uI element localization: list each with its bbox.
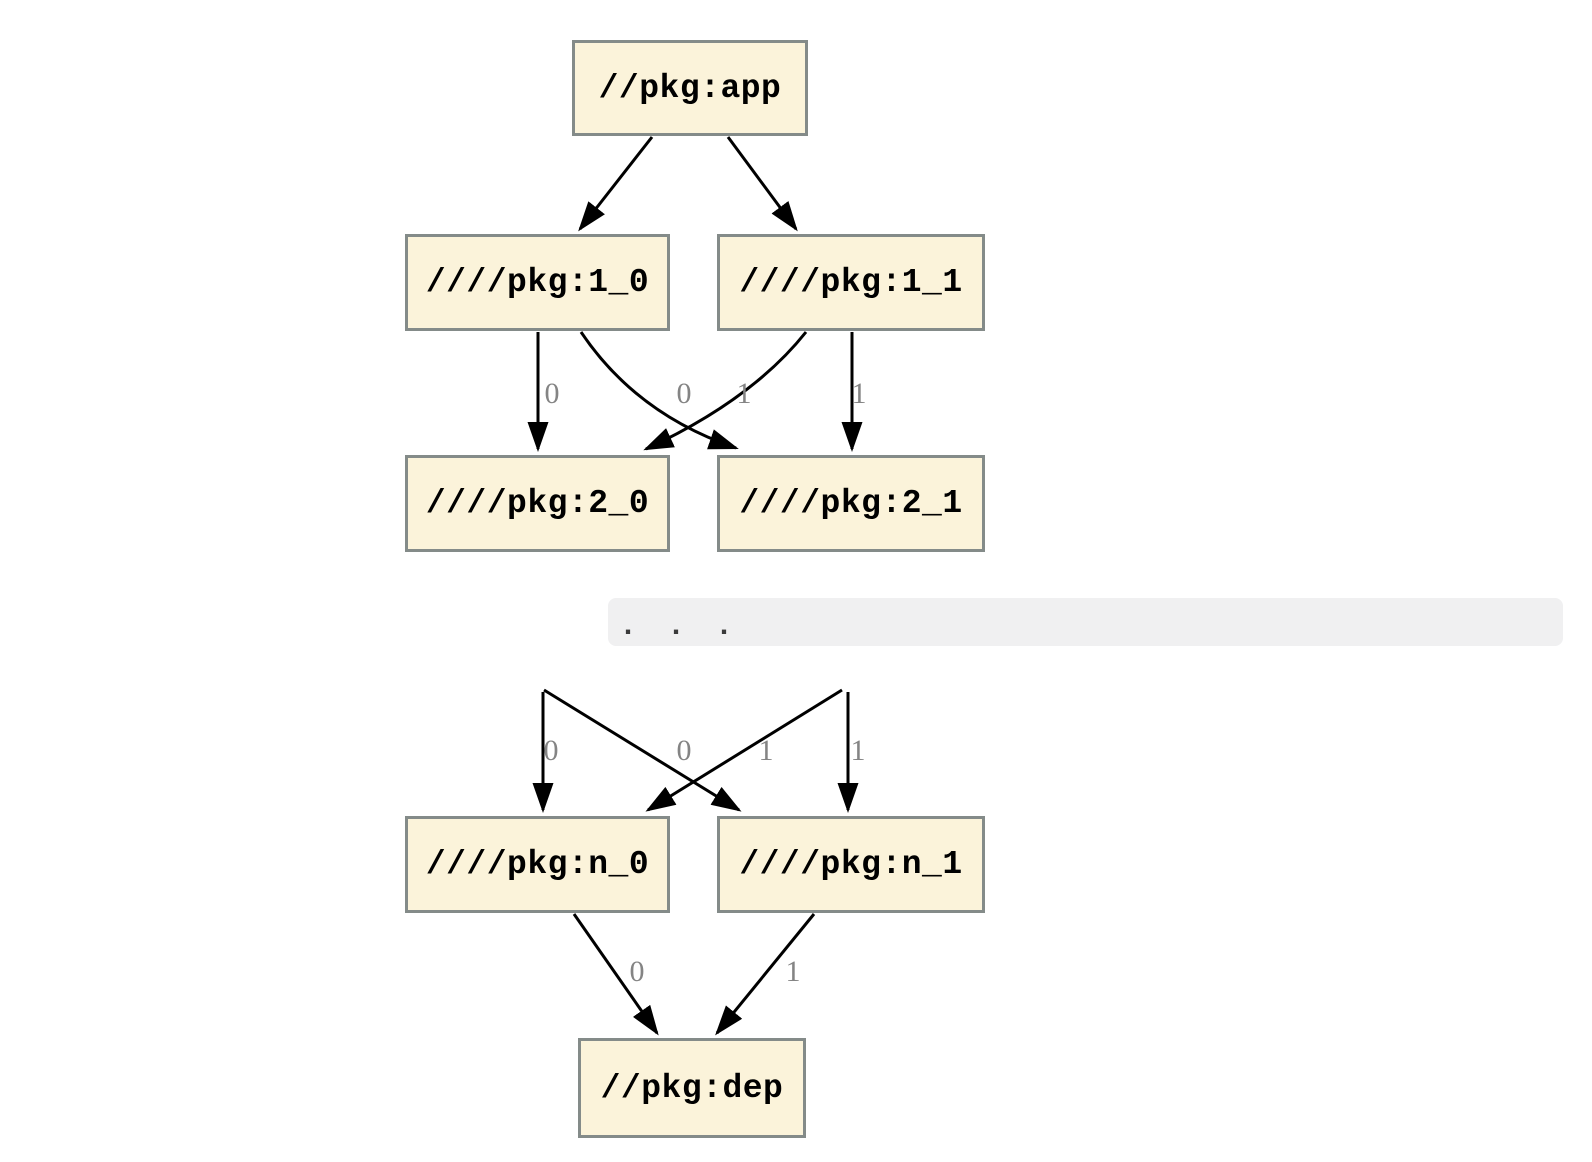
edge-elided-left-to-pkgn_1 (543, 688, 742, 812)
edge-app-to-pkg1_1 (726, 136, 798, 232)
node-pkg2_1: ////pkg:2_1 (717, 455, 985, 552)
ellipsis-band: . . . (608, 598, 1563, 646)
node-pkg1_1: ////pkg:1_1 (717, 234, 985, 331)
node-label: ////pkg:2_0 (425, 485, 650, 522)
node-label: ////pkg:1_0 (425, 264, 650, 301)
node-pkgn_1: ////pkg:n_1 (717, 816, 985, 913)
edge-label-pkg1_1-to-pkg2_1: 1 (851, 377, 867, 410)
node-dep: //pkg:dep (578, 1038, 806, 1138)
node-label: ////pkg:n_1 (739, 846, 963, 883)
node-label: ////pkg:1_1 (739, 264, 963, 301)
edge-label-pkgn_1-to-dep: 1 (785, 955, 801, 988)
ellipsis-text: . . . (619, 610, 740, 644)
node-app: //pkg:app (572, 40, 808, 136)
node-label: ////pkg:2_1 (739, 485, 963, 522)
node-pkg2_0: ////pkg:2_0 (405, 455, 670, 552)
edge-label-pkg1_0-to-pkg2_1: 1 (736, 377, 752, 410)
edge-pkg1_1-to-pkg2_0 (643, 331, 808, 451)
node-label: ////pkg:n_0 (425, 846, 650, 883)
node-pkgn_0: ////pkg:n_0 (405, 816, 670, 913)
edge-elided-right-to-pkgn_0 (645, 688, 843, 812)
node-pkg1_0: ////pkg:1_0 (405, 234, 670, 331)
edge-label-elided-right-to-pkgn_0: 0 (676, 734, 692, 767)
edge-pkgn_1-to-dep (715, 913, 816, 1036)
edge-label-pkg1_1-to-pkg2_0: 0 (676, 377, 692, 410)
node-label: //pkg:dep (600, 1069, 784, 1107)
edge-label-elided-left-to-pkgn_0: 0 (543, 734, 559, 767)
edge-label-elided-right-to-pkgn_1: 1 (850, 734, 866, 767)
edge-app-to-pkg1_0 (578, 136, 654, 232)
edge-pkg1_0-to-pkg2_1 (579, 331, 739, 450)
node-label: //pkg:app (598, 69, 782, 107)
edge-pkgn_0-to-dep (572, 913, 659, 1036)
edge-label-elided-left-to-pkgn_1: 1 (758, 734, 774, 767)
edge-label-pkgn_0-to-dep: 0 (629, 955, 645, 988)
edge-label-pkg1_0-to-pkg2_0: 0 (544, 377, 560, 410)
